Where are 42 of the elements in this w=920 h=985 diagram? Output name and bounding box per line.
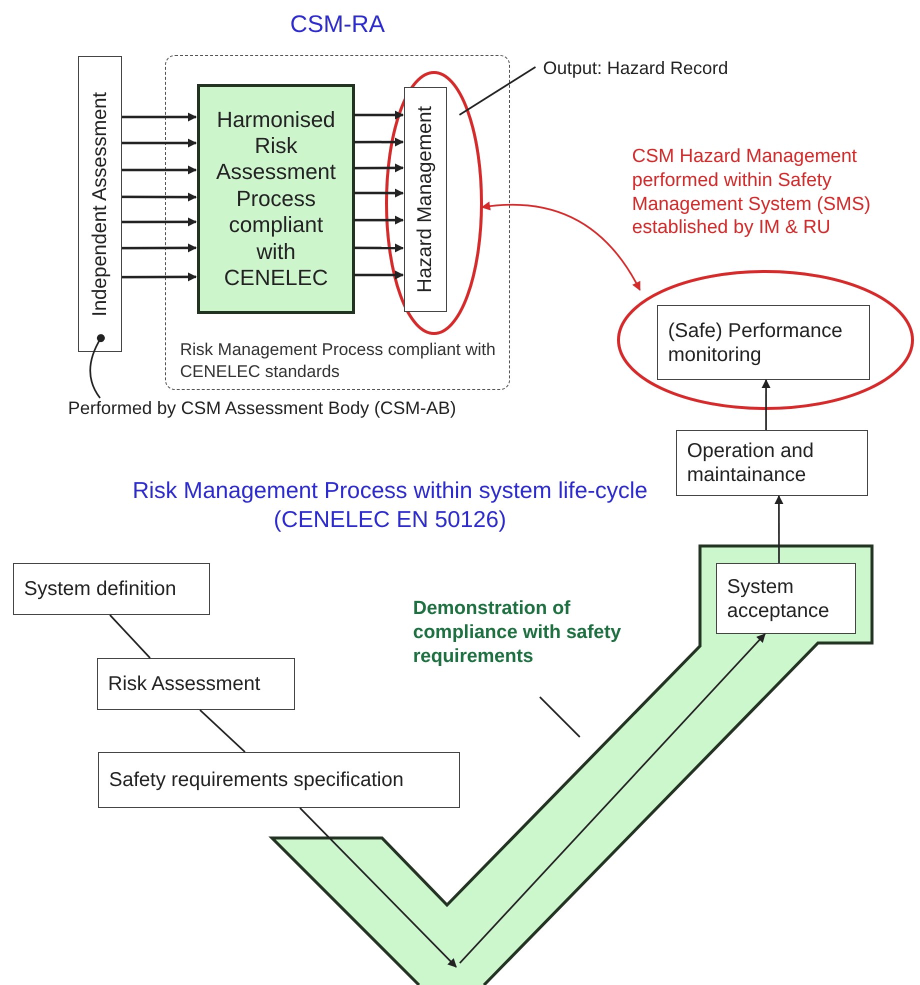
connector-line: [109, 614, 151, 659]
arrow: [481, 202, 641, 291]
section-heading: Risk Management Process within system life-cycle (CENELEC EN 50126): [131, 476, 649, 534]
arrow: [122, 243, 197, 252]
arrow: [354, 188, 404, 198]
annotation-text: Performed by CSM Assessment Body (CSM-AB): [68, 398, 456, 419]
leader-line: [89, 334, 105, 398]
box-label: Operation and maintainance: [687, 439, 815, 487]
process-box: [676, 430, 868, 496]
process-box: [657, 305, 870, 380]
process-box: [197, 84, 355, 314]
arrow: [354, 243, 404, 252]
box-label: Harmonised Risk Assessment Process compliant with CENELEC: [215, 106, 337, 292]
arrow: [354, 163, 404, 172]
annotation-text: Output: Hazard Record: [543, 58, 728, 79]
arrow: [122, 112, 197, 122]
arrow: [354, 270, 404, 280]
box-label: (Safe) Performance monitoring: [668, 318, 844, 366]
process-box: [404, 87, 447, 312]
highlight-ellipse: [385, 71, 483, 335]
leader-line: [459, 66, 536, 116]
arrow: [354, 216, 404, 225]
box-label: Risk Assessment: [108, 672, 260, 696]
group-title: CSM-RA: [289, 11, 386, 39]
arrow: [122, 217, 197, 226]
connector-line: [199, 709, 246, 753]
arrow: [122, 272, 197, 282]
group-caption: Risk Management Process compliant with CENELEC standards: [180, 338, 497, 383]
arrow: [762, 379, 771, 430]
arrow: [122, 165, 197, 174]
arrow: [122, 138, 197, 148]
box-label: Hazard Management: [414, 106, 437, 293]
arrow: [774, 495, 784, 563]
arrow: [354, 110, 404, 120]
annotation-text: CSM Hazard Management performed within Safety Management System (SMS) established by IM & RU: [632, 145, 872, 240]
arrow: [122, 192, 197, 202]
box-label: System definition: [24, 577, 176, 601]
process-box: [78, 56, 122, 352]
process-box: [97, 658, 295, 710]
arrow: [354, 138, 404, 147]
box-label: Independent Assessment: [88, 92, 112, 316]
process-box: [13, 563, 210, 615]
